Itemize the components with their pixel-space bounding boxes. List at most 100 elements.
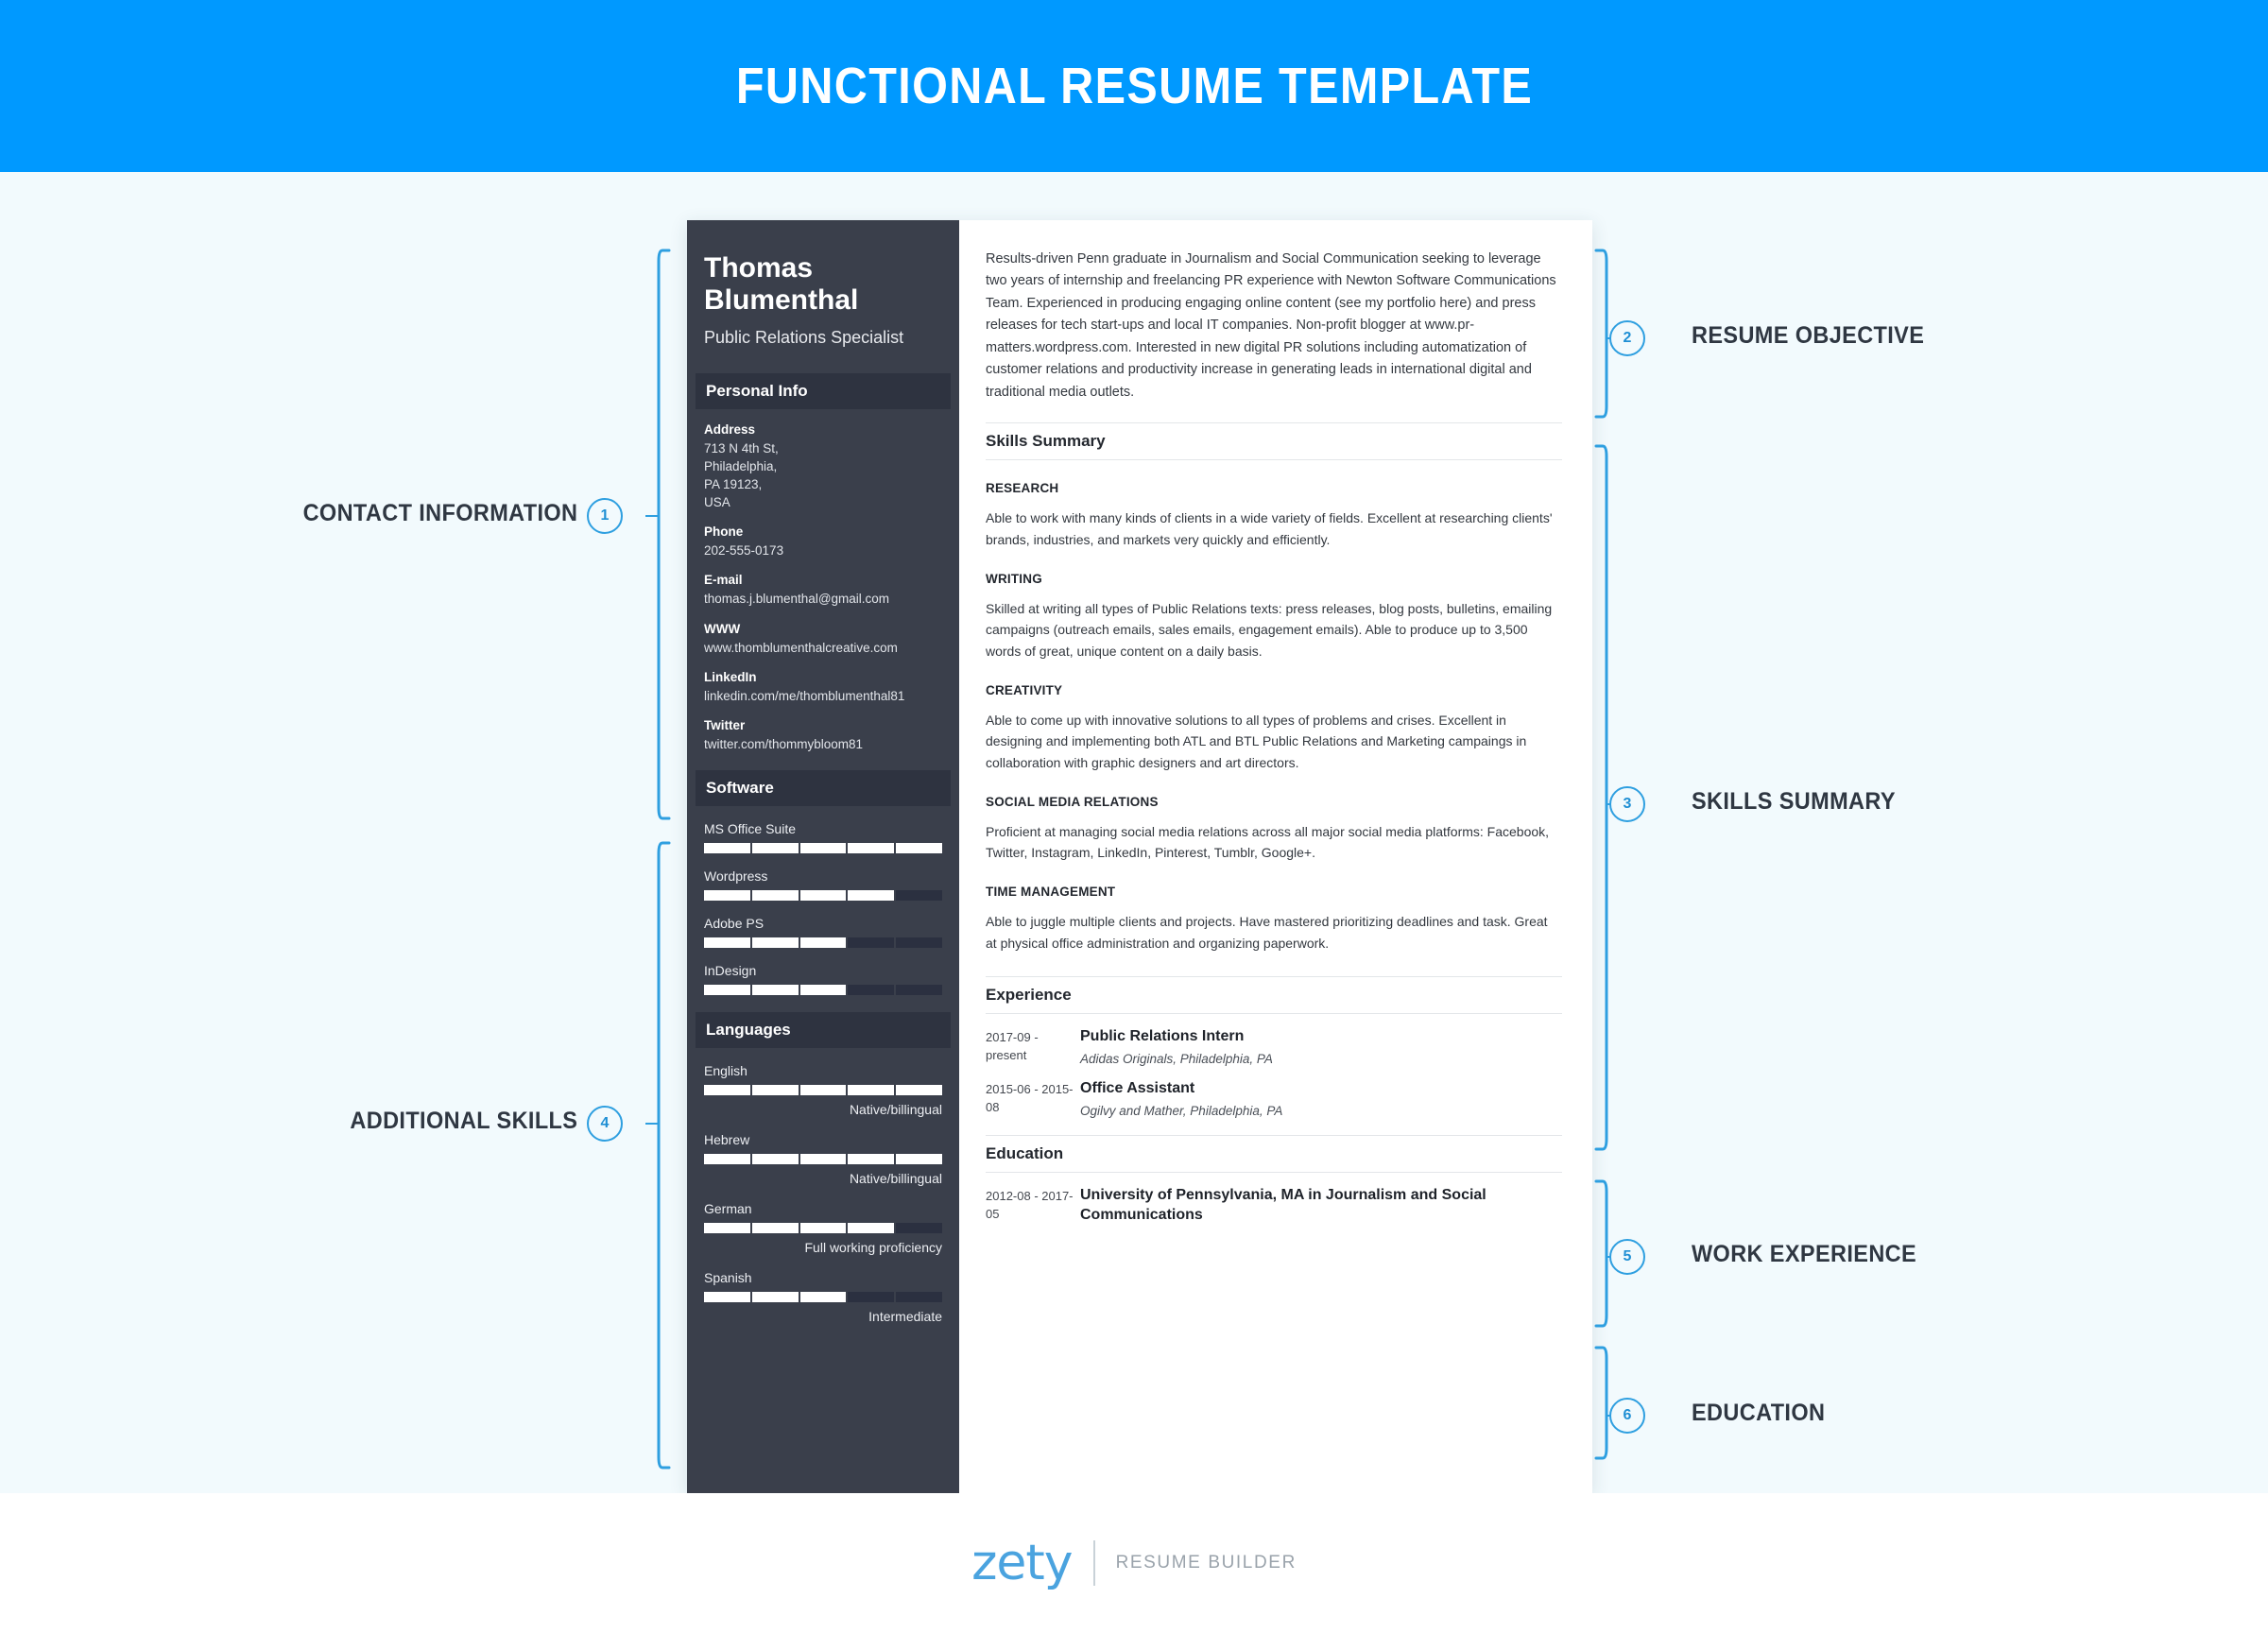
skill-name: English [704, 1063, 747, 1079]
callout-label: RESUME OBJECTIVE [1692, 322, 1925, 349]
skill-level-segment [751, 1154, 799, 1165]
skill-level-segment [799, 937, 847, 949]
contact-field-label: LinkedIn [704, 669, 757, 684]
skill-level-segment [799, 890, 847, 902]
skill-level-meter [704, 890, 942, 902]
skill-name: Wordpress [704, 868, 768, 885]
skill-level-segment [751, 1085, 799, 1096]
candidate-name: Thomas Blumenthal [704, 252, 859, 316]
divider-above-education [986, 1135, 1562, 1137]
contact-field: WWW www.thomblumenthalcreative.com [704, 622, 942, 657]
skill-level-segment [751, 890, 799, 902]
candidate-role: Public Relations Specialist [704, 328, 904, 348]
skill-level-segment [896, 890, 942, 902]
skill-level-segment [799, 843, 847, 854]
skill-name: InDesign [704, 963, 757, 979]
callout-bracket [1593, 1346, 1620, 1460]
skill-level-meter [704, 1223, 942, 1234]
contact-field-label: WWW [704, 621, 741, 636]
callout-number-5: 5 [1609, 1239, 1645, 1275]
callout-number-text: 3 [1623, 796, 1632, 812]
skill-level-segment [704, 1292, 750, 1303]
skill-level-segment [704, 1154, 750, 1165]
contact-field-label: E-mail [704, 573, 743, 588]
callout-tick [645, 515, 658, 517]
skill-level-segment [751, 1292, 799, 1303]
contact-field-label: Address [704, 421, 756, 437]
skill-level-segment [751, 985, 799, 996]
callout-bracket [1593, 1179, 1620, 1328]
skill-level-meter [704, 1154, 942, 1165]
callout-label: ADDITIONAL SKILLS [350, 1108, 577, 1134]
skill-name: German [704, 1201, 752, 1217]
skill-level-segment [848, 1292, 895, 1303]
language-proficiency-label: Full working proficiency [804, 1240, 943, 1256]
skill-level-meter [704, 985, 942, 996]
page-footer: zety RESUME BUILDER [0, 1493, 2268, 1633]
skill-level-segment [848, 1085, 895, 1096]
callout-tick [645, 1123, 658, 1125]
skill-level-segment [896, 937, 942, 949]
skill-level-segment [848, 937, 895, 949]
section-header-skills-summary: Skills Summary [986, 423, 1562, 461]
skill-level-segment [799, 1154, 847, 1165]
logo-divider [1092, 1540, 1095, 1586]
skill-level-segment [896, 1085, 942, 1096]
skill-level-segment [896, 843, 942, 854]
skill-category-title: WRITING [986, 571, 1042, 586]
skill-level-segment [848, 1154, 895, 1165]
skill-category-text: Proficient at managing social media rela… [986, 823, 1550, 861]
skill-category-title: TIME MANAGEMENT [986, 885, 1116, 900]
skill-name: Hebrew [704, 1132, 750, 1148]
callout-number-4: 4 [587, 1106, 623, 1142]
skill-level-segment [896, 1154, 942, 1165]
entry-date-range: 2015-06 - 2015-08 [986, 1082, 1074, 1115]
entry-body: University of Pennsylvania, MA in Journa… [1080, 1186, 1562, 1226]
banner-title: FUNCTIONAL RESUME TEMPLATE [735, 58, 1533, 114]
skill-category-text: Able to come up with innovative solution… [986, 712, 1527, 771]
language-proficiency-label: Intermediate [868, 1309, 942, 1325]
skill-category-title: RESEARCH [986, 481, 1059, 496]
skill-name: Spanish [704, 1270, 752, 1286]
entry-date-range: 2012-08 - 2017-05 [986, 1189, 1074, 1222]
entry-employer: Adidas Originals, Philadelphia, PA [1080, 1052, 1273, 1067]
language-proficiency-label: Native/billingual [849, 1102, 942, 1118]
callout-number-3: 3 [1609, 786, 1645, 822]
entry-employer: Ogilvy and Mather, Philadelphia, PA [1080, 1104, 1283, 1119]
callout-bracket [1593, 444, 1620, 1151]
contact-field-value: www.thomblumenthalcreative.com [704, 640, 898, 655]
skill-category-text: Able to work with many kinds of clients … [986, 510, 1553, 548]
skill-level-segment [704, 843, 750, 854]
entry-title: University of Pennsylvania, MA in Journa… [1080, 1187, 1486, 1223]
callout-bracket [645, 249, 672, 820]
software-skill-item: Adobe PS [704, 916, 942, 949]
skill-level-segment [896, 1292, 942, 1303]
entry-date-range: 2017-09 - present [986, 1030, 1039, 1063]
callout-number-text: 4 [600, 1115, 610, 1131]
section-header-education: Education [986, 1136, 1562, 1174]
skill-level-segment [848, 890, 895, 902]
callout-number-text: 1 [600, 507, 610, 524]
resume-sheet: Thomas Blumenthal Public Relations Speci… [687, 220, 1592, 1494]
skill-level-segment [751, 1223, 799, 1234]
callout-number-1: 1 [587, 498, 623, 534]
callout-number-text: 6 [1623, 1407, 1632, 1423]
skill-level-segment [896, 985, 942, 996]
skill-level-meter [704, 937, 942, 949]
callout-label: EDUCATION [1692, 1400, 1826, 1426]
skill-level-segment [848, 843, 895, 854]
skill-level-segment [848, 985, 895, 996]
callout-number-text: 5 [1623, 1248, 1632, 1264]
skill-category-text: Able to juggle multiple clients and proj… [986, 914, 1548, 951]
